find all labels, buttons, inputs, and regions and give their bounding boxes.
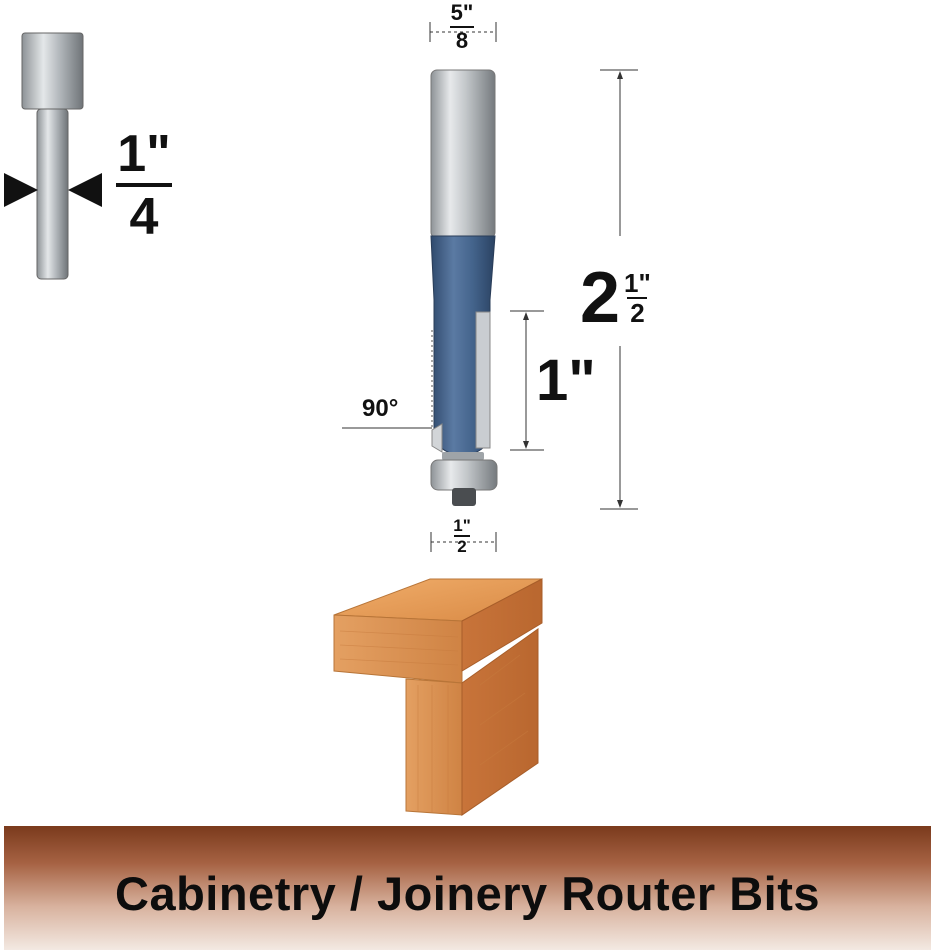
overall-length-whole: 2 (580, 258, 621, 338)
overall-length-fraction: 1" 2 (624, 270, 651, 326)
shank-rod (36, 108, 69, 280)
bearing-diameter-numerator: 1" (453, 516, 471, 535)
wood-upper-side (461, 578, 543, 672)
bit-carbide-flute (475, 311, 491, 449)
bit-bearing (430, 459, 498, 491)
shank-diameter-numerator: 1" (117, 125, 171, 183)
shank-diameter-fraction: 1" 4 (112, 128, 176, 243)
fraction-bar (450, 26, 474, 28)
overall-length-arrow-down-icon (617, 500, 623, 508)
banner-title: Cabinetry / Joinery Router Bits (115, 866, 820, 920)
cutting-diameter-numerator: 5" (450, 0, 474, 25)
router-bit-illustration (342, 22, 638, 552)
overall-length-numerator: 1" (624, 268, 651, 298)
bit-bearing-screw (452, 488, 476, 506)
cutting-length-arrow-down-icon (523, 441, 529, 449)
shank-diameter-denominator: 4 (129, 188, 159, 246)
overall-length-label: 2 1" 2 (580, 262, 651, 334)
bit-shank (430, 69, 496, 239)
bearing-diameter-fraction: 1" 2 (446, 517, 478, 555)
bit-bearing-washer (442, 452, 484, 460)
fraction-bar (116, 183, 172, 187)
fraction-bar (454, 535, 470, 537)
bit-carbide-tip (431, 423, 443, 453)
fraction-bar (627, 297, 648, 299)
bottom-banner: Cabinetry / Joinery Router Bits (4, 826, 931, 950)
wood-lower-side (461, 628, 539, 816)
overall-length-denominator: 2 (630, 298, 645, 328)
cutting-diameter-denominator: 8 (455, 28, 469, 53)
wood-lower-front (405, 678, 463, 816)
left-arrow-icon (4, 173, 38, 207)
overall-length-arrow-up-icon (617, 71, 623, 79)
cutting-diameter-fraction: 5" 8 (440, 2, 484, 52)
cutting-length-label: 1" (536, 348, 596, 413)
wood-upper-front (333, 614, 463, 684)
wood-grain (339, 630, 529, 814)
bearing-diameter-denominator: 2 (457, 537, 467, 556)
angle-label: 90° (362, 395, 399, 422)
shank-collar (21, 32, 84, 110)
right-arrow-icon (68, 173, 102, 207)
shank-diameter-illustration (4, 32, 102, 280)
cutting-length-arrow-up-icon (523, 312, 529, 320)
wood-profile-illustration (333, 578, 543, 816)
